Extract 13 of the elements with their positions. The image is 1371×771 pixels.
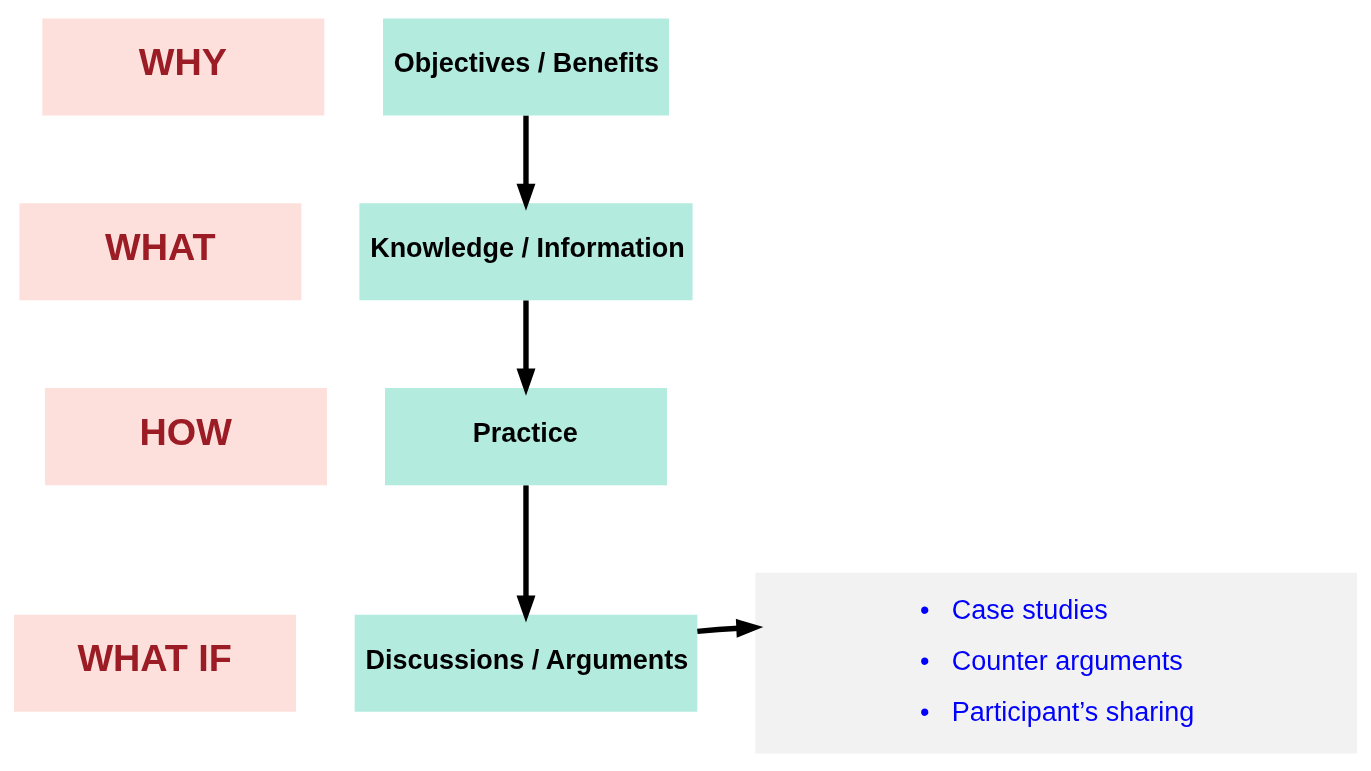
arrow	[516, 300, 536, 396]
node-box: WHAT IF	[14, 614, 296, 712]
arrow	[697, 618, 764, 638]
node-box: Objectives / Benefits	[383, 17, 669, 115]
arrow	[516, 484, 536, 623]
node-box: Knowledge / Information	[359, 202, 693, 300]
arrow	[516, 115, 536, 211]
node-box: Practice	[385, 387, 667, 485]
node-box: HOW	[45, 387, 327, 485]
node-box: WHAT	[19, 202, 302, 300]
node-box: • Case studies • Counter arguments • Participant’s sharing	[755, 572, 1357, 754]
node-box: WHY	[42, 17, 325, 115]
node-box: Discussions / Arguments	[354, 614, 698, 712]
